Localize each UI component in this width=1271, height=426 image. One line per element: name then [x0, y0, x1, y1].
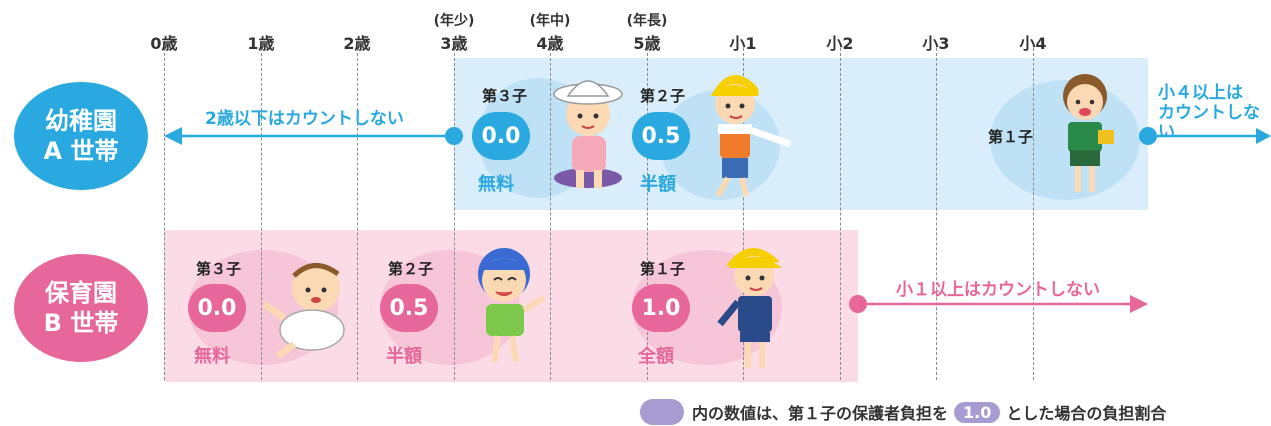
arrow-left-dot	[445, 127, 463, 145]
nursery-title-line2: B 世帯	[43, 309, 119, 337]
grid-line	[454, 48, 455, 380]
nursery-arrow-head	[1130, 295, 1148, 313]
tick-label: 1歳	[247, 34, 275, 53]
grid-line	[743, 48, 744, 380]
tick-label: 小4	[1019, 34, 1047, 53]
grid-line	[936, 48, 937, 380]
ns-child3-value: 0.0	[188, 284, 246, 332]
tick-label: 3歳	[440, 34, 468, 53]
grid-line	[550, 48, 551, 380]
kg-child2-value: 0.5	[632, 112, 690, 160]
kindergarten-title-line1: 幼稚園	[45, 107, 117, 135]
ns-child2-share: 半額	[386, 346, 422, 367]
kg-child2-label: 第２子	[640, 87, 686, 105]
child-girl-hat-icon	[553, 80, 623, 188]
grid-line	[261, 48, 262, 380]
baby-icon	[261, 263, 345, 359]
legend-value: 1.0	[954, 401, 1001, 423]
legend-swatch	[640, 399, 684, 425]
tick-label: 小3	[922, 34, 950, 53]
legend-text-before: 内の数値は、第１子の保護者負担を	[692, 404, 949, 423]
ns-child1-label: 第１子	[640, 260, 686, 278]
kindergarten-title-line2: A 世帯	[43, 137, 119, 165]
ns-child1-value: 1.0	[632, 284, 690, 332]
arrow-right-dot	[1139, 127, 1157, 145]
kindergarten-left-note: 2歳以下はカウントしない	[205, 109, 404, 129]
grid-line	[164, 48, 165, 380]
kindergarten-right-note: 小４以上は カウントしない	[1158, 83, 1271, 143]
ns-child3-label: 第３子	[196, 260, 242, 278]
kindergarten-right-note-line2: カウントしない	[1158, 102, 1260, 143]
tick-sublabel: (年長)	[626, 13, 668, 29]
kindergarten-right-note-line1: 小４以上は	[1158, 83, 1243, 103]
grid-line	[357, 48, 358, 380]
nursery-arrow-dot	[849, 295, 867, 313]
kg-child3-value: 0.0	[472, 112, 530, 160]
nursery-right-note: 小１以上はカウントしない	[896, 280, 1100, 300]
tick-label: 5歳	[633, 34, 661, 53]
kg-child3-label: 第３子	[482, 87, 528, 105]
tick-sublabel: (年少)	[433, 13, 475, 29]
tick-label: 小2	[826, 34, 854, 53]
arrow-right-head	[1256, 128, 1271, 144]
grid-line	[1033, 48, 1034, 380]
tick-label: 0歳	[150, 34, 178, 53]
ns-child3-share: 無料	[194, 346, 230, 367]
legend-text-after: とした場合の負担割合	[1006, 404, 1167, 423]
kg-child1-label: 第１子	[988, 128, 1034, 146]
kindergarten-title: 幼稚園 A 世帯	[14, 82, 148, 190]
nursery-title: 保育園 B 世帯	[14, 254, 148, 362]
tick-label: 2歳	[343, 34, 371, 53]
schoolgirl-icon	[1063, 74, 1114, 192]
kg-child2-share: 半額	[640, 174, 676, 195]
legend: 内の数値は、第１子の保護者負担を 1.0 とした場合の負担割合	[640, 398, 1166, 426]
nursery-title-line1: 保育園	[45, 279, 117, 307]
ns-child2-label: 第２子	[388, 260, 434, 278]
tick-label: 小1	[729, 34, 757, 53]
tick-sublabel: (年中)	[529, 13, 571, 29]
schoolboy-icon	[717, 247, 782, 368]
child-boy-cap-icon	[710, 75, 792, 198]
arrow-left-head	[164, 127, 182, 145]
toddler-boy-icon	[478, 248, 546, 363]
tick-label: 4歳	[536, 34, 564, 53]
ns-child1-share: 全額	[638, 346, 674, 367]
kg-child3-share: 無料	[478, 174, 514, 195]
grid-line	[647, 48, 648, 380]
ns-child2-value: 0.5	[380, 284, 438, 332]
grid-line	[840, 48, 841, 380]
